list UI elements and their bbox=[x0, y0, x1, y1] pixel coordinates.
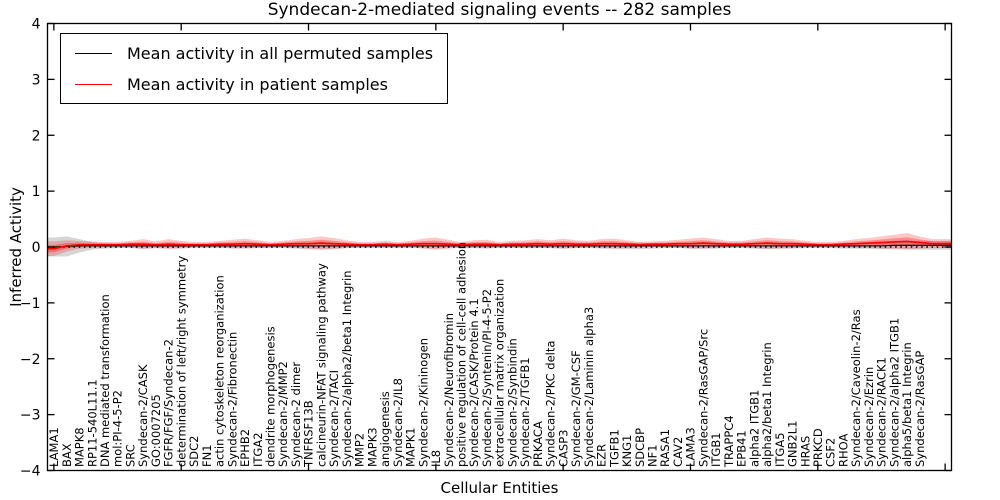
x-tick-label: extracellular matrix organization bbox=[493, 279, 507, 467]
axes-frame bbox=[46, 22, 953, 472]
x-tick-label: Syndecan-2/CASK bbox=[136, 364, 150, 467]
x-tick-label: RP11-540L11.1 bbox=[85, 379, 99, 467]
legend-item-permuted: Mean activity in all permuted samples bbox=[75, 41, 433, 65]
legend-label-permuted: Mean activity in all permuted samples bbox=[127, 43, 434, 63]
x-tick-label: ITGA5 bbox=[773, 432, 787, 467]
x-tick-label: FGFR/FGF/Syndecan-2 bbox=[162, 339, 176, 467]
x-tick-label: Syndecan-2/RasGAP bbox=[913, 351, 927, 467]
y-tick-label: −1 bbox=[20, 296, 41, 312]
permuted-line-swatch bbox=[75, 52, 112, 54]
legend-item-patient: Mean activity in patient samples bbox=[75, 72, 433, 96]
x-tick-label: Syndecan-2/CASK/Protein 4.1 bbox=[467, 298, 481, 467]
x-tick-label: determination of left/right symmetry bbox=[174, 256, 188, 467]
permuted-mean-line bbox=[47, 244, 952, 248]
x-tick-label: Syndecan-2/Laminin alpha3 bbox=[582, 307, 596, 467]
x-tick-label: CASP3 bbox=[556, 430, 570, 467]
x-tick-label: Syndecan-2/Fibronectin bbox=[225, 332, 239, 467]
y-tick-label: 2 bbox=[32, 128, 41, 144]
x-tick-label: MAPK8 bbox=[73, 427, 87, 467]
x-tick-label: Syndecan-2/alpha2/beta1 Integrin bbox=[340, 270, 354, 467]
x-tick-label: calcineurin-NFAT signaling pathway bbox=[314, 263, 328, 467]
x-tick-label: GNB2L1 bbox=[786, 421, 800, 467]
x-tick-label: Syndecan-2/MMP2 bbox=[276, 361, 290, 467]
x-tick-label: LAMA3 bbox=[684, 427, 698, 467]
x-tick-label: DNA mediated transformation bbox=[98, 294, 112, 467]
x-tick-label: KNG1 bbox=[620, 435, 634, 467]
x-tick-label: ITGA2 bbox=[251, 432, 265, 467]
x-tick-label: SDC2 bbox=[187, 435, 201, 467]
x-tick-label: actin cytoskeleton reorganization bbox=[213, 275, 227, 467]
x-tick-label: Syndecan-2/Kininogen bbox=[416, 338, 430, 467]
x-tick-label: Syndecan-2/Syntenin/PI-4-5-P2 bbox=[480, 289, 494, 467]
x-tick-label: Syndecan-2/TACI bbox=[327, 370, 341, 467]
y-tick-label: 0 bbox=[32, 240, 41, 256]
x-tick-label: Syndecan-2/Caveolin-2/Ras bbox=[849, 309, 863, 467]
x-tick-label: PRKCD bbox=[811, 428, 825, 467]
x-tick-label: Syndecan-2/RACK1 bbox=[875, 357, 889, 467]
y-tick-label: 1 bbox=[32, 184, 41, 200]
patient-line-swatch bbox=[75, 83, 112, 85]
y-tick-label: 3 bbox=[32, 72, 41, 88]
x-tick-label: SRC bbox=[123, 444, 137, 467]
x-tick-label: dendrite morphogenesis bbox=[264, 326, 278, 467]
x-tick-label: alpha2/beta1 Integrin bbox=[760, 342, 774, 467]
x-tick-label: EPB41 bbox=[735, 430, 749, 467]
x-tick-label: Syndecan-2/TGFB1 bbox=[518, 357, 532, 467]
x-tick-label: IL8 bbox=[429, 450, 443, 467]
x-tick-label: MAPK3 bbox=[365, 427, 379, 467]
x-tick-label: Syndecan-2/PKC delta bbox=[544, 341, 558, 467]
x-tick-label: NF1 bbox=[645, 444, 659, 467]
x-tick-label: SDCBP bbox=[633, 428, 647, 467]
x-tick-label: Syndecan-2/RasGAP/Src bbox=[696, 329, 710, 467]
x-tick-label: EPHB2 bbox=[238, 429, 252, 467]
x-tick-label: PRKACA bbox=[531, 421, 545, 467]
x-tick-label: Syndecan-2/alpha2 ITGB1 bbox=[887, 318, 901, 467]
y-tick-label: −4 bbox=[20, 464, 41, 480]
y-tick-label: 4 bbox=[32, 17, 41, 33]
x-tick-label: CAV2 bbox=[671, 437, 685, 467]
x-tick-label: Syndecan-2/IL8 bbox=[391, 378, 405, 467]
x-tick-label: Syndecan-2/GM-CSF bbox=[569, 350, 583, 467]
x-axis-label: Cellular Entities bbox=[440, 479, 559, 497]
x-tick-label: angiogenesis bbox=[378, 391, 392, 467]
x-tick-label: GO:0007205 bbox=[149, 394, 163, 467]
x-tick-label: Syndecan-2 dimer bbox=[289, 362, 303, 467]
legend: Mean activity in all permuted samples Me… bbox=[60, 33, 449, 104]
x-tick-label: FN1 bbox=[200, 444, 214, 467]
x-tick-label: RASA1 bbox=[658, 429, 672, 467]
x-tick-label: LAMA1 bbox=[47, 427, 61, 467]
legend-label-patient: Mean activity in patient samples bbox=[127, 74, 388, 94]
x-tick-label: EZR bbox=[595, 444, 609, 467]
x-tick-label: RHOA bbox=[836, 434, 850, 467]
x-tick-label: Syndecan-2/Ezrin bbox=[862, 367, 876, 467]
x-tick-label: TNFRSF13B bbox=[302, 400, 316, 468]
x-tick-label: BAX bbox=[60, 443, 74, 467]
x-tick-label: CSF2 bbox=[824, 438, 838, 467]
x-tick-label: ITGB1 bbox=[709, 432, 723, 467]
chart-title: Syndecan-2-mediated signaling events -- … bbox=[267, 0, 732, 20]
x-tick-label: Syndecan-2/Synbindin bbox=[505, 338, 519, 467]
y-tick-label: −2 bbox=[20, 352, 41, 368]
x-tick-label: Syndecan-2/Neurofibromin bbox=[442, 313, 456, 467]
x-tick-label: alpha2 ITGB1 bbox=[747, 390, 761, 467]
x-tick-label: HRAS bbox=[798, 436, 812, 467]
x-tick-label: positive regulation of cell-cell adhesio… bbox=[455, 242, 469, 467]
y-tick-label: −3 bbox=[20, 408, 41, 424]
x-tick-label: TRAPPC4 bbox=[722, 415, 736, 468]
x-tick-label: TGFB1 bbox=[607, 429, 621, 468]
x-tick-label: MAPK1 bbox=[404, 427, 418, 467]
patient-mean-line bbox=[47, 240, 952, 250]
x-tick-label: mol:PI-4-5-P2 bbox=[111, 390, 125, 467]
x-tick-label: MMP2 bbox=[353, 433, 367, 467]
x-tick-label: alpha5/beta1 Integrin bbox=[900, 342, 914, 467]
confidence-band bbox=[47, 236, 952, 257]
